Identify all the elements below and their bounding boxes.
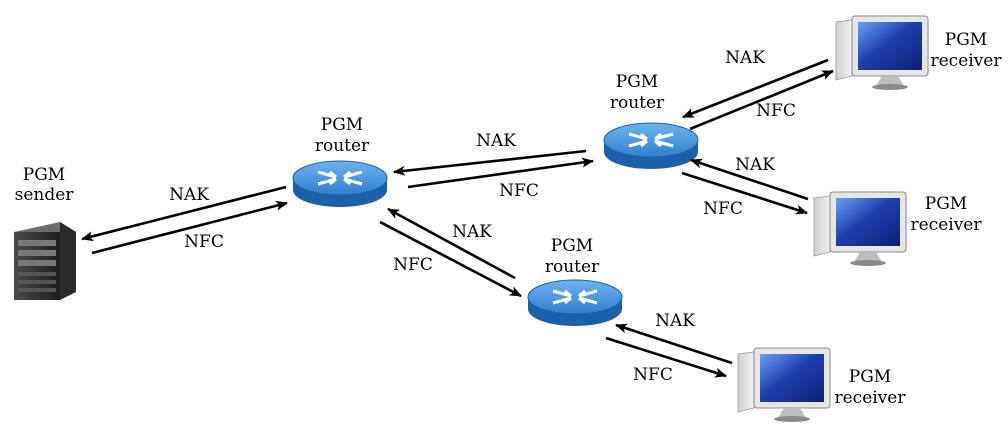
router-c-icon	[527, 279, 623, 326]
router-b-label-line1: PGM	[616, 72, 658, 92]
router-b-icon	[603, 122, 699, 169]
nfc-label-router-b-receiver-1: NFC	[756, 101, 796, 121]
router-b-label-line2: router	[610, 93, 665, 113]
receiver-2-label-line2: receiver	[911, 215, 983, 235]
nfc-arrow-router-a-router-b	[407, 157, 594, 189]
nfc-label-sender-router-a: NFC	[184, 232, 224, 252]
nak-arrow-router-a-router-b	[393, 149, 587, 176]
sender-label: PGM sender	[15, 165, 75, 205]
nfc-arrow-router-b-receiver-2	[681, 171, 808, 215]
receiver-1-label: PGM receiver	[931, 30, 1003, 71]
sender-label-line1: PGM	[23, 165, 65, 185]
router-a-label-line2: router	[315, 136, 370, 156]
nfc-label-router-a-router-b: NFC	[499, 181, 539, 201]
nfc-arrow-router-a-router-c	[379, 220, 522, 298]
nfc-arrow-router-b-receiver-1	[689, 69, 834, 131]
nak-arrow-router-a-router-c	[387, 207, 516, 280]
router-c-label: PGM router	[545, 236, 600, 277]
receiver-2-label: PGM receiver	[911, 194, 983, 235]
receiver-2-label-line1: PGM	[925, 194, 967, 214]
nak-arrow-router-b-receiver-1	[682, 58, 829, 119]
nak-arrow-sender-router-a	[81, 185, 287, 242]
nak-arrow-router-c-receiver-3	[615, 323, 733, 365]
sender-label-line2: sender	[15, 185, 75, 205]
receiver-3-computer-icon	[737, 347, 831, 422]
router-c-label-line1: PGM	[551, 236, 593, 256]
nak-label-router-a-router-b: NAK	[476, 131, 516, 151]
receiver-3-label-line1: PGM	[849, 367, 891, 387]
receiver-1-label-line2: receiver	[931, 51, 1003, 71]
router-c-label-line2: router	[545, 257, 600, 277]
nak-arrow-router-b-receiver-2	[690, 158, 809, 201]
nak-label-router-c-receiver-3: NAK	[655, 311, 695, 331]
receiver-3-label: PGM receiver	[835, 367, 907, 408]
nfc-label-router-a-router-c: NFC	[393, 255, 433, 275]
nak-label-router-b-receiver-2: NAK	[735, 155, 775, 175]
router-b-label: PGM router	[610, 72, 665, 113]
nak-label-router-b-receiver-1: NAK	[725, 48, 765, 68]
nak-label-sender-router-a: NAK	[169, 185, 209, 205]
receiver-2-computer-icon	[813, 191, 907, 266]
sender-server-icon	[14, 222, 76, 300]
nfc-label-router-b-receiver-2: NFC	[703, 199, 743, 219]
router-a-label-line1: PGM	[321, 115, 363, 135]
nfc-label-router-c-receiver-3: NFC	[633, 365, 673, 385]
nfc-arrow-sender-router-a	[91, 200, 288, 255]
receiver-3-label-line2: receiver	[835, 388, 907, 408]
router-a-icon	[292, 160, 388, 207]
router-a-label: PGM router	[315, 115, 370, 156]
receiver-1-computer-icon	[835, 15, 929, 90]
nak-label-router-a-router-c: NAK	[452, 222, 492, 242]
nfc-arrow-router-c-receiver-3	[605, 336, 727, 378]
receiver-1-label-line1: PGM	[945, 30, 987, 50]
